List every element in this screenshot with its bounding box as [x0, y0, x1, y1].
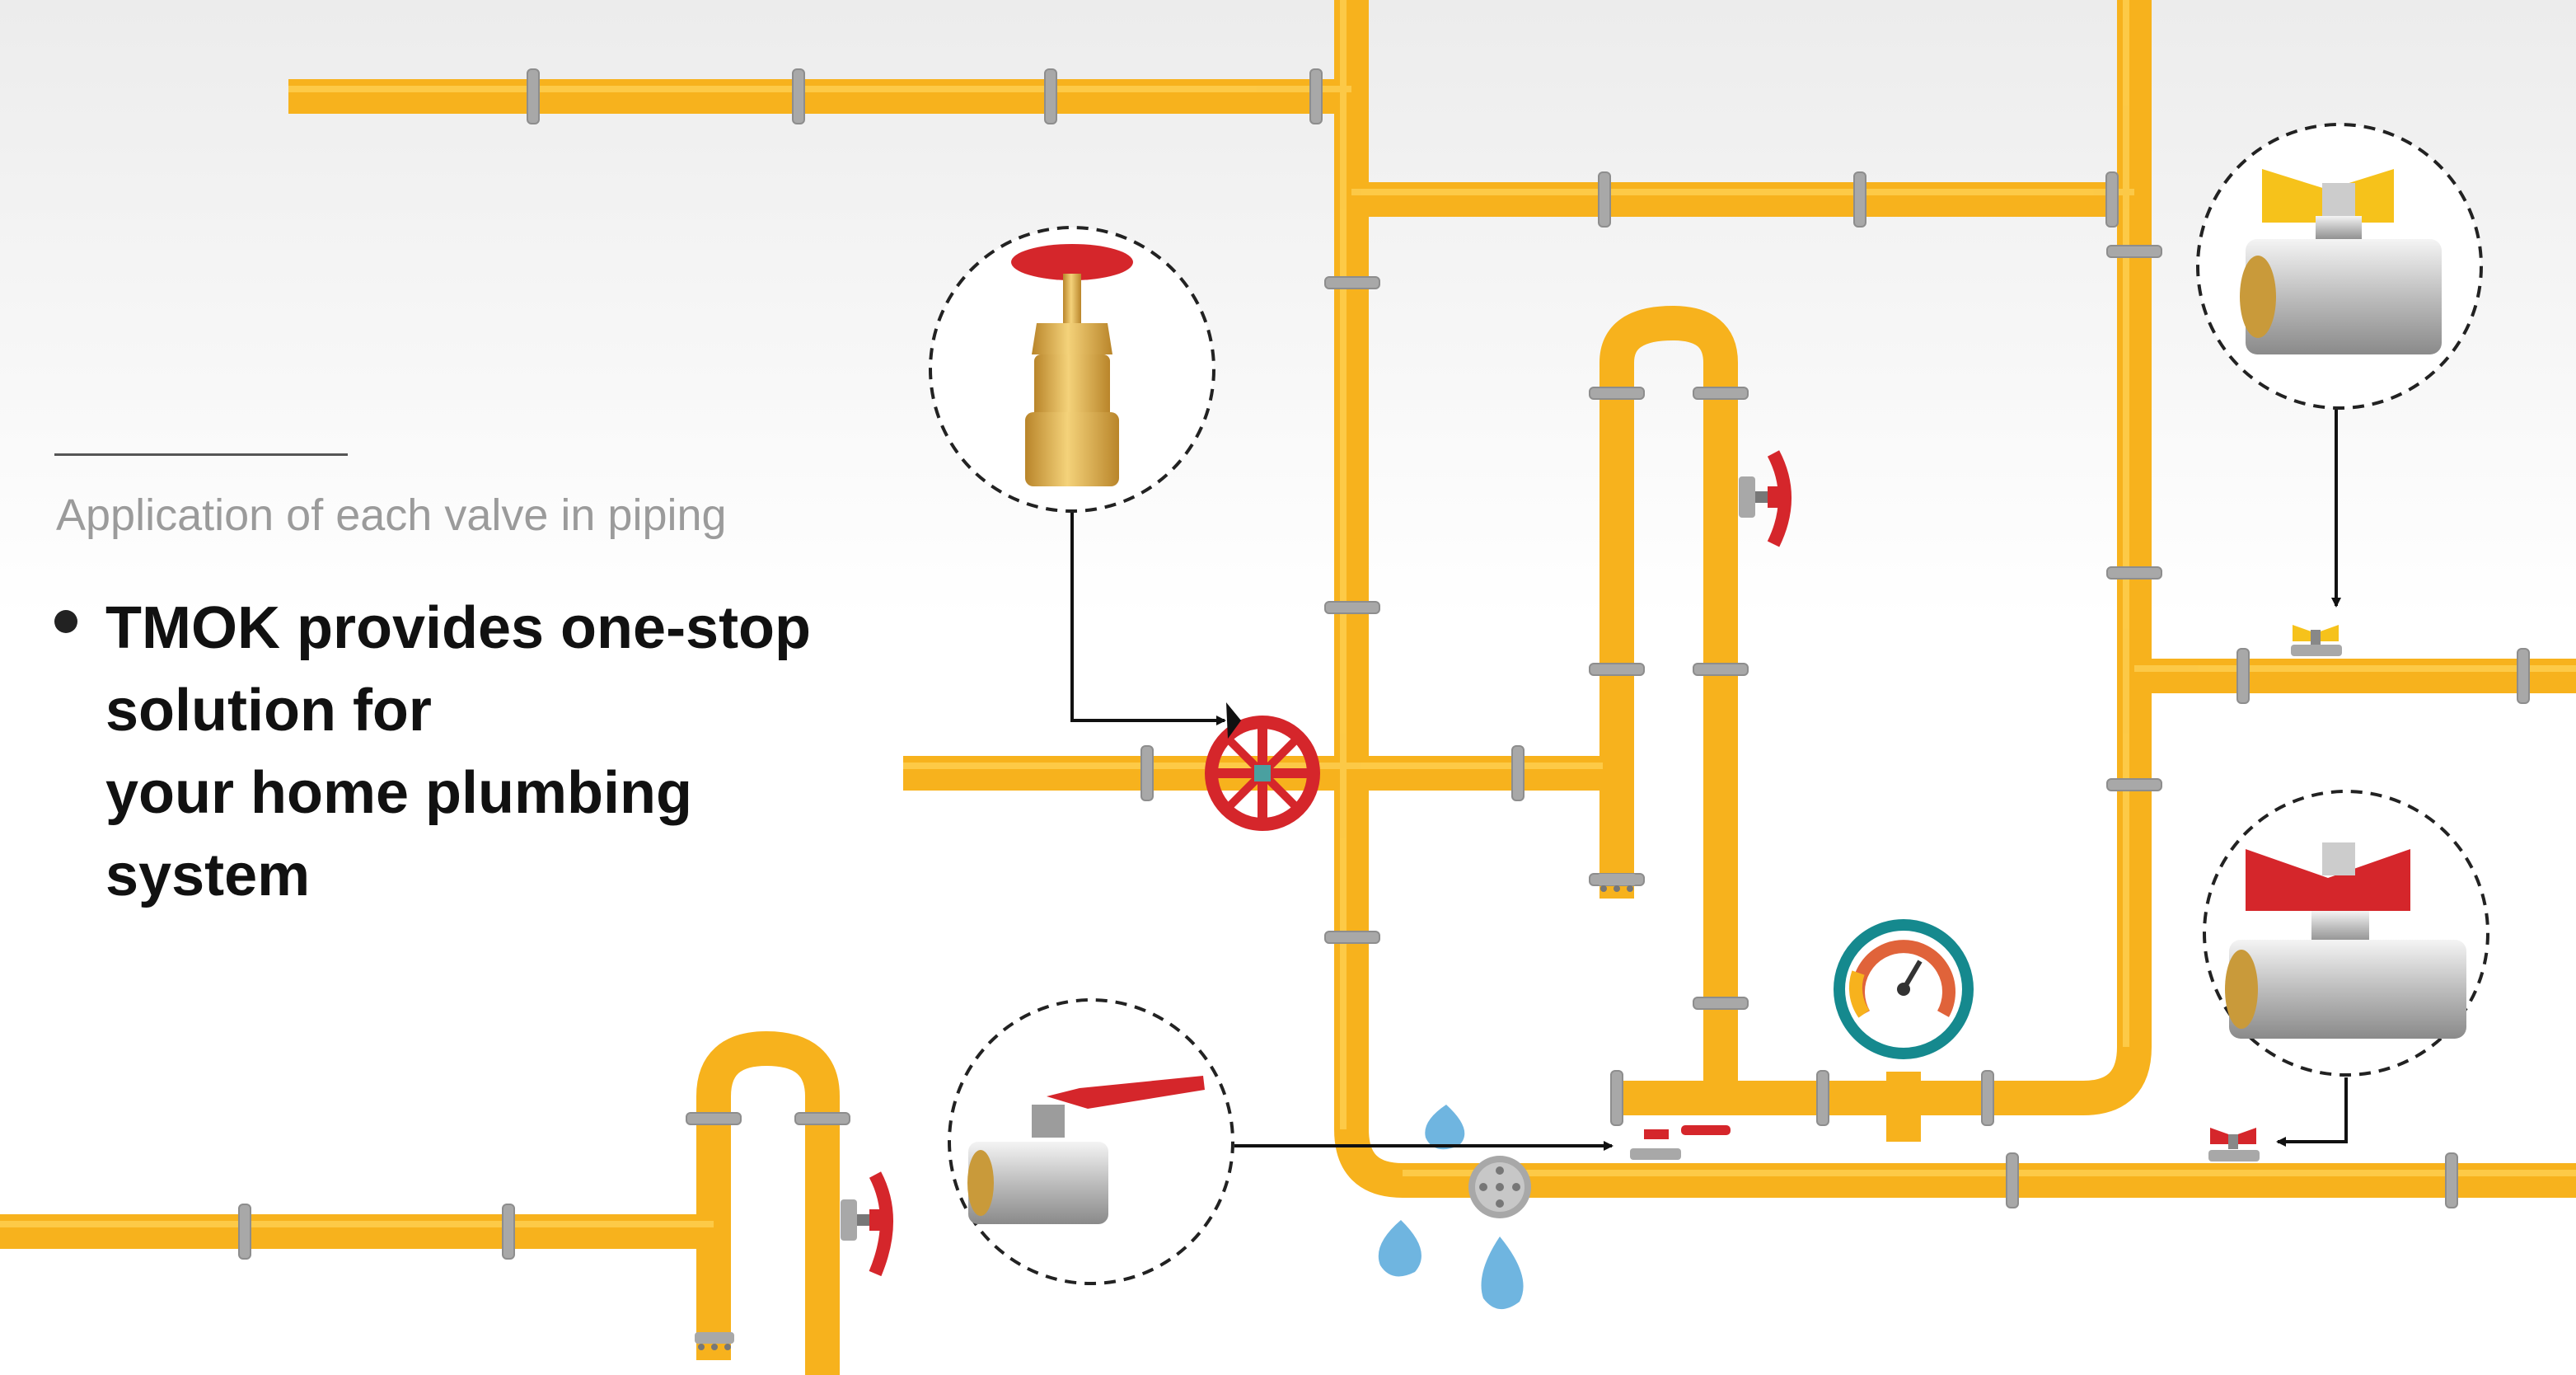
intro-text-panel: Application of each valve in piping TMOK…	[54, 0, 961, 1375]
headline-line: TMOK provides one-stop	[105, 595, 812, 661]
water-drop-icon	[1378, 1105, 1524, 1310]
side-handwheel-valve-bottom-icon	[841, 1171, 893, 1277]
headline-line: solution for	[105, 678, 432, 744]
pipe-couplings	[238, 68, 2530, 1260]
callout-gate-valve	[929, 226, 1215, 513]
callout-lever-ball-valve	[948, 998, 1234, 1285]
butterfly-ball-valve-yellow-icon	[2240, 169, 2442, 354]
headline-line: system	[105, 842, 311, 908]
bullet-icon	[54, 610, 77, 633]
pipe-u-bend-middle	[1599, 306, 1738, 1098]
headline: TMOK provides one-stop solution for your…	[105, 587, 811, 917]
callout-arrows	[1070, 408, 2348, 1151]
pipe-end-caps	[695, 874, 1637, 1350]
butterfly-ball-valve-red-icon	[2225, 842, 2466, 1039]
pipe-u-bend-bottom	[696, 1031, 840, 1375]
small-yellow-valve-icon	[2291, 625, 2342, 656]
callout-yellow-ball-valve	[2196, 123, 2483, 410]
divider-line	[54, 453, 348, 456]
pipe-right-vertical	[1615, 0, 2152, 1115]
lever-ball-valve-icon	[967, 1076, 1205, 1224]
headline-line: your home plumbing	[105, 760, 692, 826]
gate-valve-icon	[1011, 244, 1133, 486]
handwheel-valve-icon	[1205, 716, 1320, 831]
side-handwheel-valve-icon	[1739, 450, 1791, 547]
small-red-valve-icon	[2208, 1128, 2260, 1161]
pipe-main-vertical	[1334, 0, 2576, 1198]
callout-red-ball-valve	[2203, 790, 2489, 1077]
small-lever-valve-icon	[1630, 1125, 1731, 1160]
floor-drain-icon	[1468, 1156, 1531, 1218]
pressure-gauge-icon	[1834, 919, 1974, 1059]
subtitle: Application of each valve in piping	[56, 490, 727, 540]
